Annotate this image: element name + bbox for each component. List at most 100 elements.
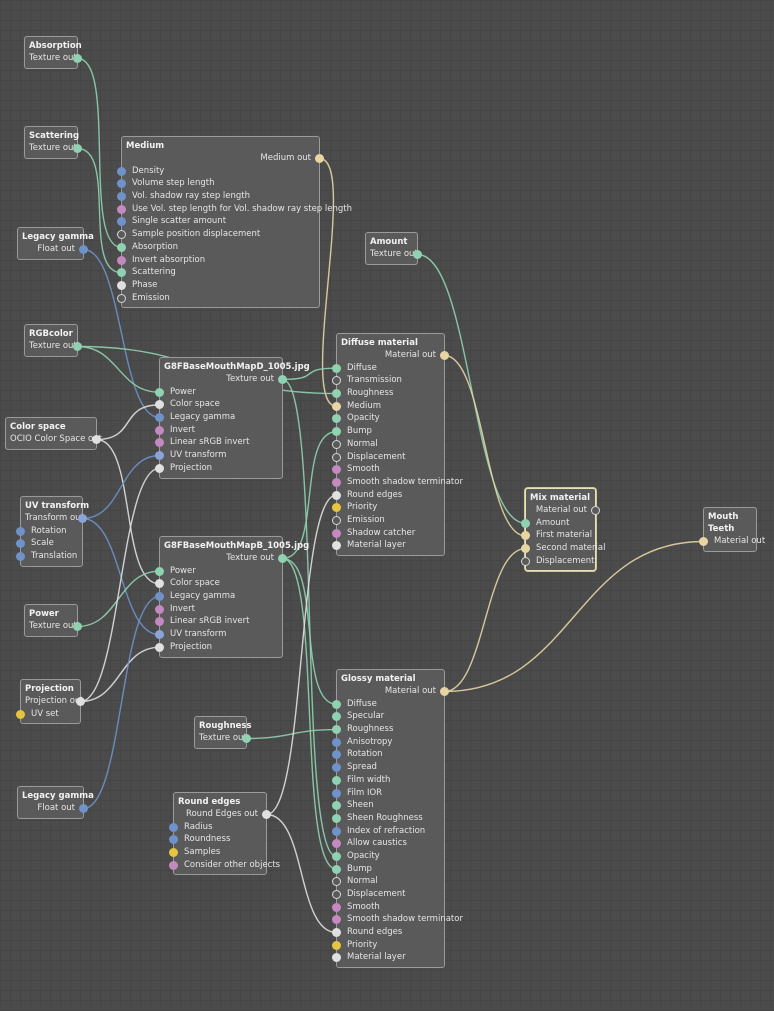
input-port[interactable] bbox=[332, 414, 341, 424]
input-row[interactable]: Material out bbox=[699, 535, 765, 548]
input-row[interactable]: Color space bbox=[155, 577, 278, 590]
input-port[interactable] bbox=[155, 630, 164, 640]
output-row[interactable]: Texture out bbox=[370, 248, 422, 261]
input-port[interactable] bbox=[332, 490, 341, 500]
input-row[interactable]: Density bbox=[117, 165, 315, 178]
input-row[interactable]: Legacy gamma bbox=[155, 590, 278, 603]
output-row[interactable]: Projection out bbox=[25, 695, 85, 708]
input-row[interactable]: Allow caustics bbox=[332, 837, 440, 850]
output-port[interactable] bbox=[73, 342, 82, 351]
input-port[interactable] bbox=[332, 528, 341, 538]
input-row[interactable]: Diffuse bbox=[332, 698, 440, 711]
input-port[interactable] bbox=[16, 526, 25, 536]
input-port[interactable] bbox=[332, 775, 341, 785]
input-port[interactable] bbox=[332, 915, 341, 925]
input-port[interactable] bbox=[521, 531, 530, 541]
output-row[interactable]: Transform out bbox=[25, 512, 87, 525]
input-row[interactable]: Rotation bbox=[16, 525, 78, 538]
input-port[interactable] bbox=[521, 544, 530, 554]
input-port[interactable] bbox=[332, 864, 341, 874]
input-port[interactable] bbox=[155, 387, 164, 397]
input-port[interactable] bbox=[332, 826, 341, 836]
output-row[interactable]: Texture out bbox=[29, 620, 82, 633]
input-port[interactable] bbox=[16, 552, 25, 562]
input-row[interactable]: Invert bbox=[155, 424, 278, 437]
input-port[interactable] bbox=[155, 425, 164, 435]
input-row[interactable]: Opacity bbox=[332, 850, 440, 863]
input-port[interactable] bbox=[155, 451, 164, 461]
output-port[interactable] bbox=[79, 804, 88, 813]
input-row[interactable]: Normal bbox=[332, 875, 440, 888]
output-port[interactable] bbox=[413, 250, 422, 259]
input-row[interactable]: Smooth bbox=[332, 901, 440, 914]
input-port[interactable] bbox=[332, 427, 341, 437]
input-row[interactable]: Vol. shadow ray step length bbox=[117, 190, 315, 203]
output-port[interactable] bbox=[440, 687, 449, 696]
output-row[interactable]: Float out bbox=[22, 802, 88, 815]
input-port[interactable] bbox=[332, 940, 341, 950]
input-port[interactable] bbox=[332, 725, 341, 735]
input-row[interactable]: Projection bbox=[155, 641, 278, 654]
input-row[interactable]: Color space bbox=[155, 398, 278, 411]
input-row[interactable]: Invert bbox=[155, 603, 278, 616]
input-row[interactable]: Smooth shadow terminator bbox=[332, 476, 463, 489]
output-row[interactable]: Texture out bbox=[164, 552, 287, 565]
input-port[interactable] bbox=[155, 579, 164, 589]
output-port[interactable] bbox=[278, 375, 287, 384]
input-port[interactable] bbox=[332, 763, 341, 773]
output-port[interactable] bbox=[79, 245, 88, 254]
input-row[interactable]: Power bbox=[155, 565, 278, 578]
output-row[interactable]: Texture out bbox=[29, 52, 82, 65]
input-port[interactable] bbox=[332, 541, 341, 551]
input-port[interactable] bbox=[521, 556, 530, 566]
input-row[interactable]: Roughness bbox=[332, 387, 440, 400]
input-port[interactable] bbox=[117, 204, 126, 214]
input-port[interactable] bbox=[332, 376, 341, 386]
input-port[interactable] bbox=[332, 737, 341, 747]
input-port[interactable] bbox=[155, 438, 164, 448]
input-port[interactable] bbox=[699, 537, 708, 546]
input-row[interactable]: Medium bbox=[332, 400, 440, 413]
output-row[interactable]: Material out bbox=[530, 504, 600, 517]
input-row[interactable]: Anisotropy bbox=[332, 736, 440, 749]
input-row[interactable]: Rotation bbox=[332, 748, 440, 761]
input-row[interactable]: Sheen Roughness bbox=[332, 812, 440, 825]
input-port[interactable] bbox=[332, 439, 341, 449]
input-row[interactable]: Film width bbox=[332, 774, 440, 787]
input-port[interactable] bbox=[155, 413, 164, 423]
input-port[interactable] bbox=[332, 839, 341, 849]
input-row[interactable]: Displacement bbox=[332, 888, 440, 901]
input-port[interactable] bbox=[332, 890, 341, 899]
input-row[interactable]: Spread bbox=[332, 761, 440, 774]
output-port[interactable] bbox=[73, 622, 82, 631]
output-port[interactable] bbox=[591, 506, 600, 515]
output-row[interactable]: Float out bbox=[22, 243, 88, 256]
input-port[interactable] bbox=[117, 179, 126, 189]
input-row[interactable]: Use Vol. step length for Vol. shadow ray… bbox=[117, 203, 352, 216]
input-row[interactable]: Round edges bbox=[332, 489, 440, 502]
input-row[interactable]: UV set bbox=[16, 708, 76, 721]
output-port[interactable] bbox=[242, 734, 251, 743]
output-port[interactable] bbox=[92, 435, 101, 444]
input-row[interactable]: Material layer bbox=[332, 951, 440, 964]
input-port[interactable] bbox=[117, 230, 126, 240]
input-row[interactable]: Absorption bbox=[117, 241, 315, 254]
input-row[interactable]: Emission bbox=[332, 514, 440, 527]
input-row[interactable]: Invert absorption bbox=[117, 254, 315, 267]
input-port[interactable] bbox=[117, 255, 126, 265]
input-row[interactable]: Opacity bbox=[332, 412, 440, 425]
